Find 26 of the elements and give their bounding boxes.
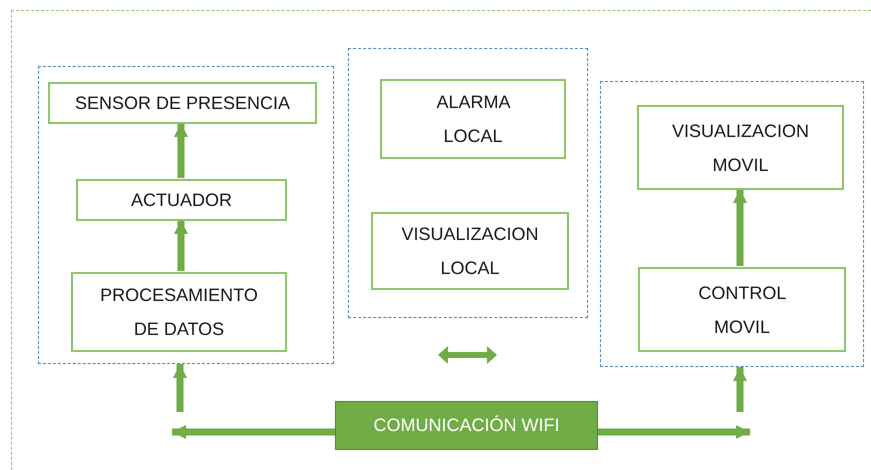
box-label: PROCESAMIENTO DE DATOS <box>100 284 258 341</box>
group-frame <box>348 48 588 318</box>
block-arrow <box>174 220 188 271</box>
process-box <box>371 212 569 290</box>
box-label: COMUNICACIÓN WIFI <box>374 414 560 437</box>
process-box <box>638 267 846 352</box>
block-arrow <box>172 425 335 439</box>
block-arrow <box>733 367 747 412</box>
box-label: ACTUADOR <box>130 189 232 212</box>
group-frame <box>38 66 334 364</box>
group-frame <box>600 81 864 367</box>
process-box <box>637 105 844 190</box>
box-label: CONTROL MOVIL <box>698 282 786 338</box>
box-label: SENSOR DE PRESENCIA <box>74 92 290 115</box>
box-label: VISUALIZACION LOCAL <box>401 223 539 280</box>
block-arrow <box>174 123 188 178</box>
process-box <box>380 79 566 159</box>
process-box <box>76 179 287 221</box>
block-arrow <box>733 189 747 266</box>
process-box <box>48 82 317 124</box>
block-arrow <box>173 364 187 412</box>
box-label: ALARMA LOCAL <box>436 91 510 148</box>
box-label: VISUALIZACION MOVIL <box>672 120 810 176</box>
process-box <box>335 401 598 450</box>
block-arrow <box>598 425 750 439</box>
process-box <box>71 272 287 352</box>
